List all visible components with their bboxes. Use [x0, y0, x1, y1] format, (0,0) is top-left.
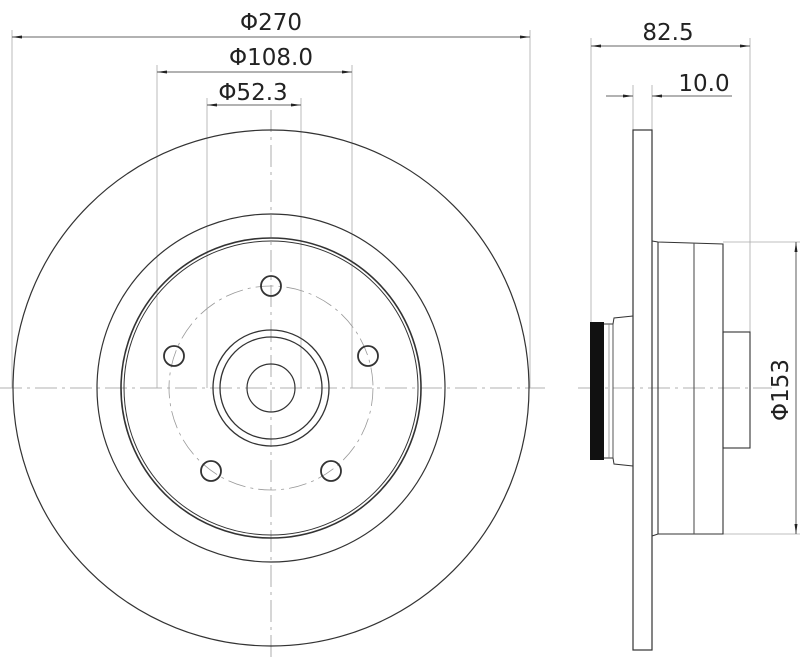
hub-flange-outer — [120, 237, 422, 539]
hub-body — [651, 240, 751, 537]
outer-edge — [12, 129, 530, 647]
bolt-hole — [163, 345, 185, 367]
bolt-circle-label: Φ108.0 — [229, 45, 313, 71]
center-boss-inner — [219, 336, 323, 440]
centerlines — [0, 110, 545, 662]
dimension-lines — [12, 35, 530, 107]
side-extension-lines — [590, 38, 800, 535]
friction-ring-inner — [96, 213, 446, 563]
bolt-circle — [168, 285, 374, 491]
bolt-hole — [200, 460, 222, 482]
disc-outline — [12, 129, 530, 647]
front-view: Φ270 Φ108.0 Φ52.3 — [0, 10, 545, 662]
side-view: 82.5 10.0 Φ153 — [578, 20, 800, 651]
hub-diameter-label: Φ153 — [768, 359, 794, 421]
disc-flange — [632, 129, 653, 651]
bolt-hole — [320, 460, 342, 482]
bearing-ring — [590, 315, 634, 467]
center-boss-outer — [212, 329, 330, 447]
side-dimension-lines — [591, 44, 798, 534]
center-bore-label: Φ52.3 — [218, 80, 287, 106]
disc-thickness-label: 10.0 — [678, 71, 729, 97]
outer-diameter-label: Φ270 — [240, 10, 302, 36]
hub-flange-inner — [123, 240, 419, 536]
overall-height-label: 82.5 — [642, 20, 693, 46]
center-bore — [246, 363, 296, 413]
bolt-hole — [260, 275, 282, 297]
bolt-holes — [163, 275, 379, 482]
bolt-hole — [357, 345, 379, 367]
extension-lines — [11, 30, 531, 388]
